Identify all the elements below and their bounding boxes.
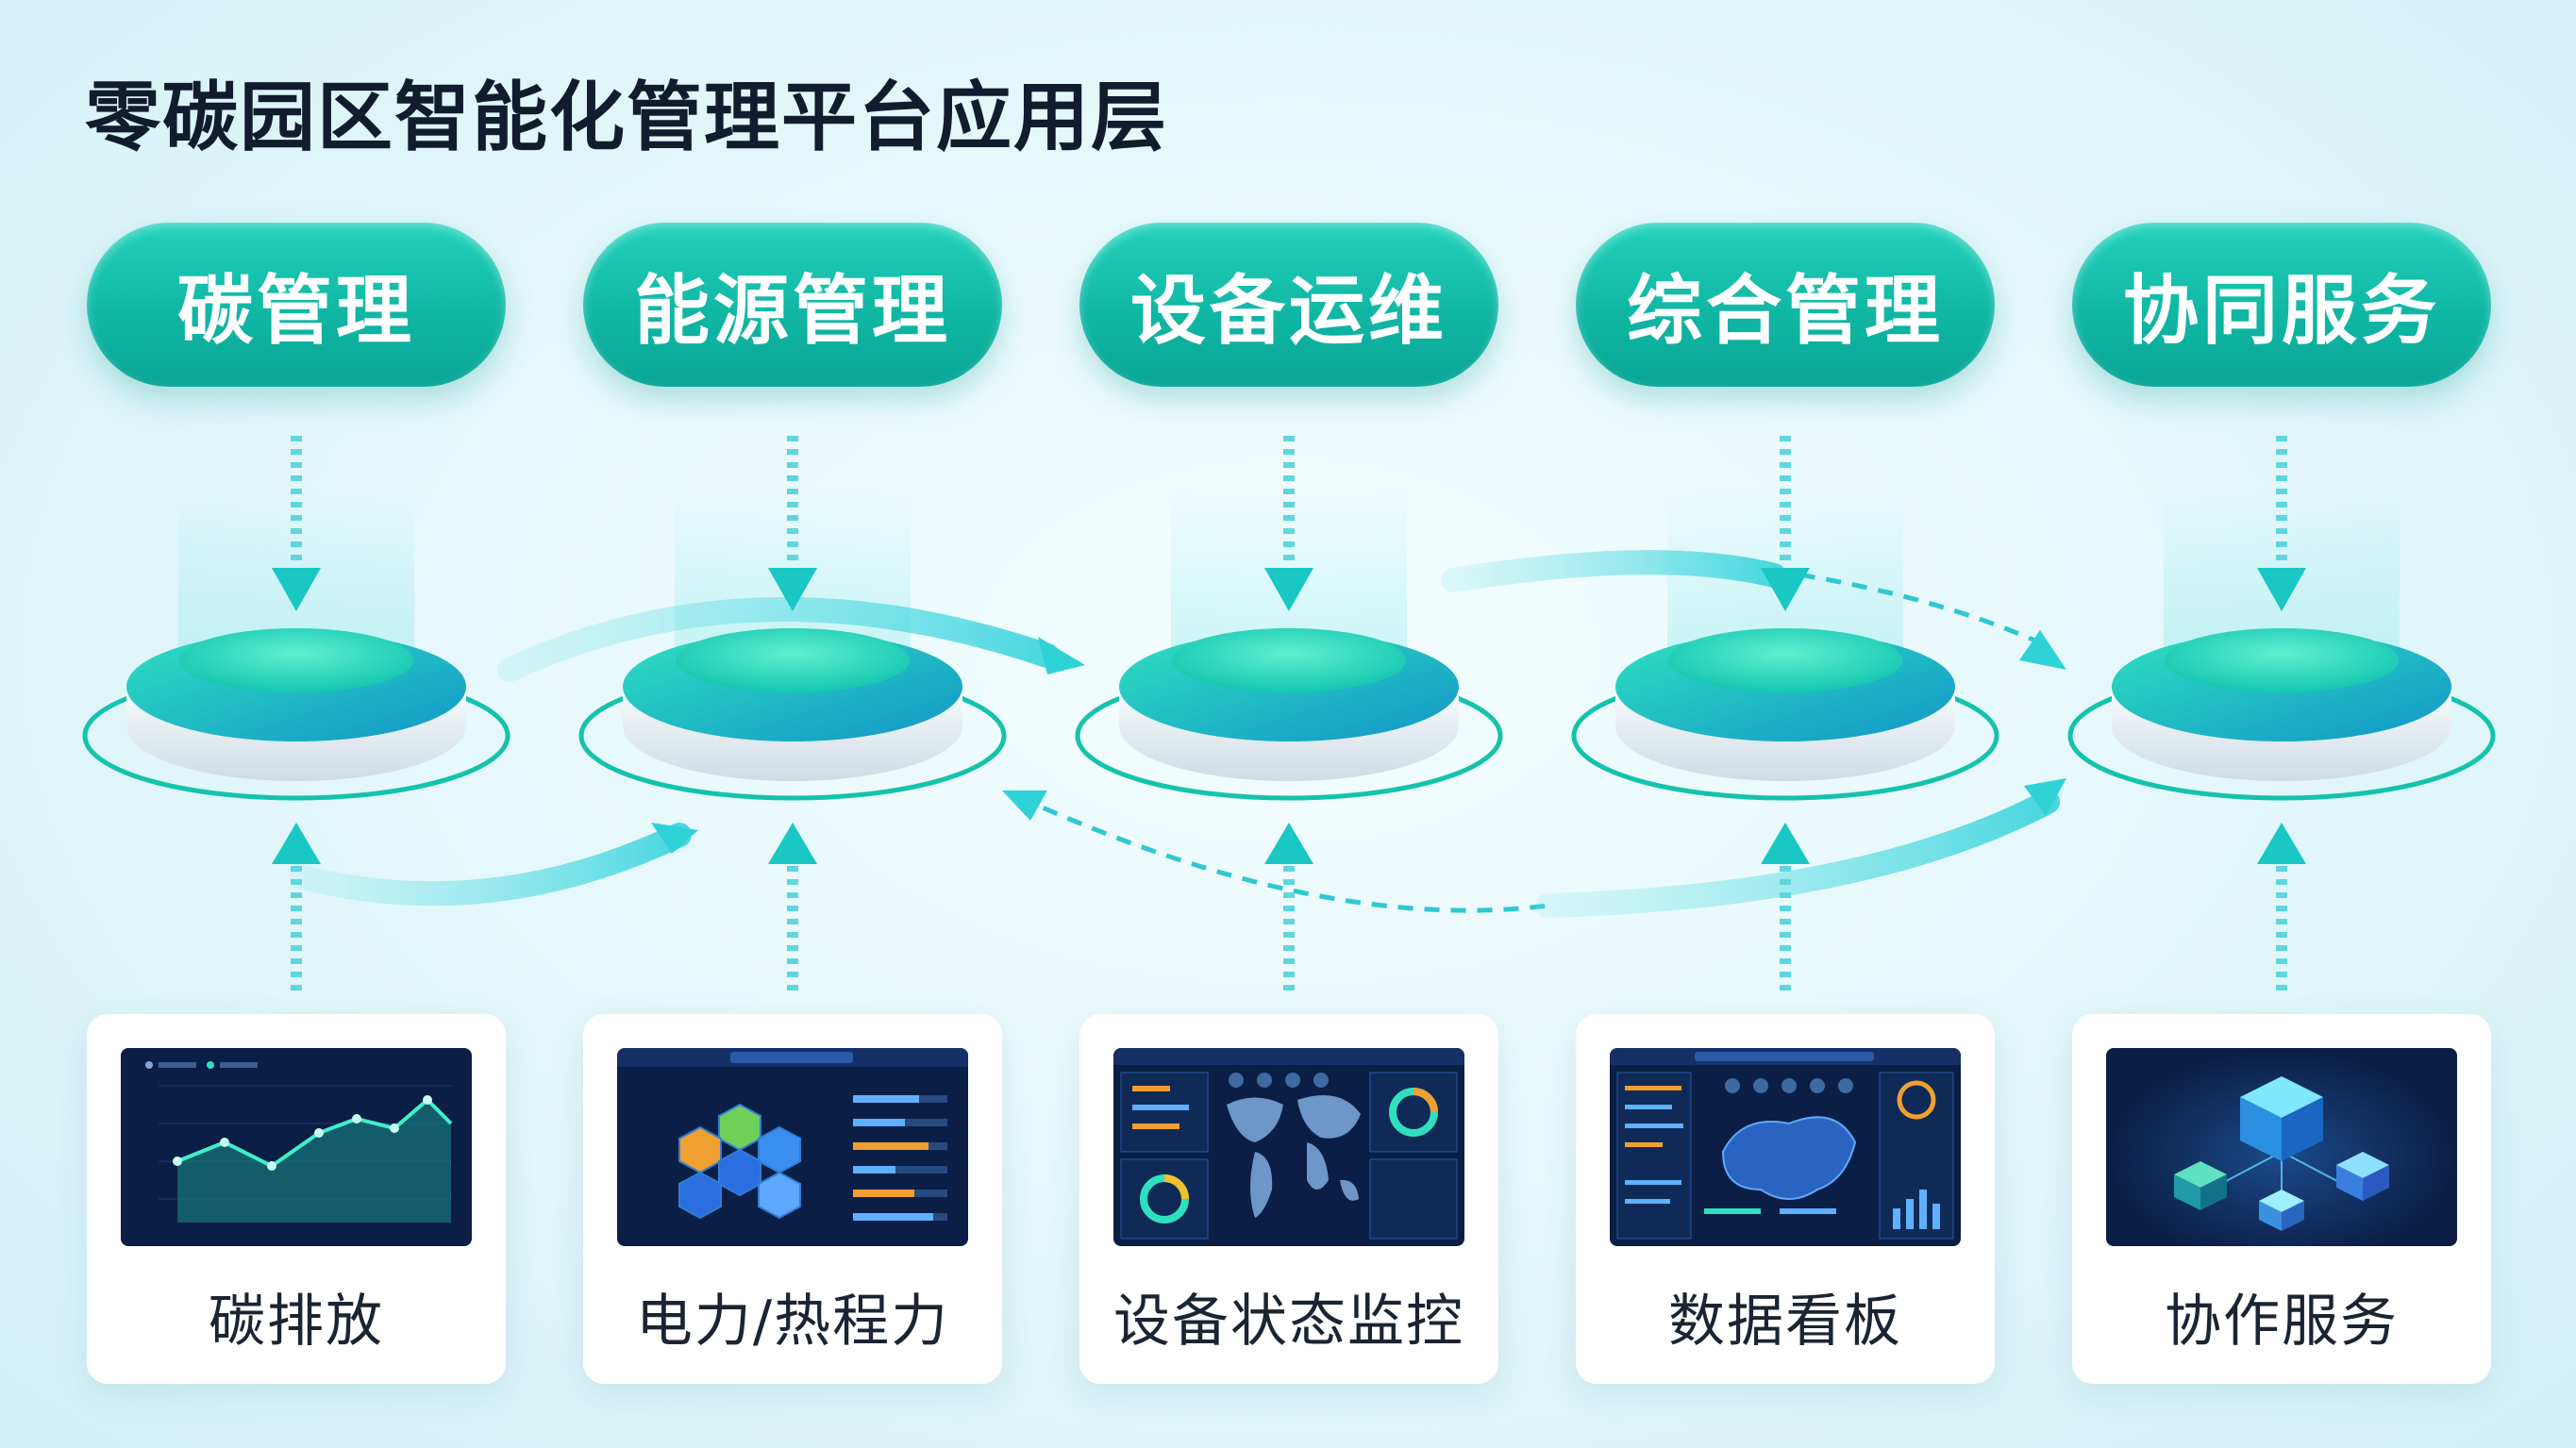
source-label: 碳排放	[209, 1288, 384, 1355]
arrow-heads-down	[272, 568, 2306, 611]
module-pill-collaboration: 协同服务	[2072, 223, 2491, 387]
platform-integrated	[1571, 628, 1999, 801]
arrows-down	[291, 436, 2287, 566]
platform-carbon	[82, 628, 510, 801]
curve-connector	[497, 597, 1060, 682]
source-card-data-dashboard: 数据看板	[1576, 1014, 1995, 1384]
curve-connector	[290, 823, 692, 907]
world-map-icon	[1113, 1048, 1464, 1246]
source-card-power-heat: 电力/热程力	[583, 1014, 1002, 1384]
hexagon-dashboard-icon	[617, 1048, 968, 1246]
platform-equipment	[1075, 628, 1503, 801]
source-label: 数据看板	[1668, 1288, 1902, 1355]
module-pill-energy: 能源管理	[583, 223, 1002, 387]
arrow-heads-up	[272, 823, 2306, 864]
curve-connector-dashed	[1017, 794, 1548, 913]
curve-connector-dashed	[1773, 568, 2049, 649]
arrows-up	[291, 866, 2287, 990]
arrow-head	[2019, 630, 2066, 670]
server-cubes-icon	[2106, 1048, 2457, 1246]
line-chart-icon	[121, 1048, 472, 1246]
source-label: 设备状态监控	[1113, 1288, 1464, 1355]
arrow-head	[2024, 778, 2066, 816]
module-pill-equipment: 设备运维	[1079, 223, 1498, 387]
curve-connector	[1441, 550, 1786, 592]
arrow-head	[1038, 637, 1085, 674]
arrow-head	[1002, 791, 1047, 821]
platform-collaboration	[2067, 628, 2496, 801]
source-card-carbon-emission: 碳排放	[87, 1014, 506, 1384]
source-label: 协作服务	[2165, 1288, 2399, 1355]
source-card-collaboration: 协作服务	[2072, 1014, 2491, 1384]
page-title: 零碳园区智能化管理平台应用层	[85, 74, 1168, 161]
module-pill-carbon: 碳管理	[87, 223, 506, 387]
curve-connector	[1535, 790, 2060, 918]
source-label: 电力/热程力	[635, 1288, 950, 1355]
region-map-icon	[1610, 1048, 1961, 1246]
module-pill-integrated: 综合管理	[1576, 223, 1995, 387]
arrow-head	[651, 823, 698, 854]
platform-energy	[578, 628, 1007, 801]
source-card-equipment-monitor: 设备状态监控	[1079, 1014, 1498, 1384]
